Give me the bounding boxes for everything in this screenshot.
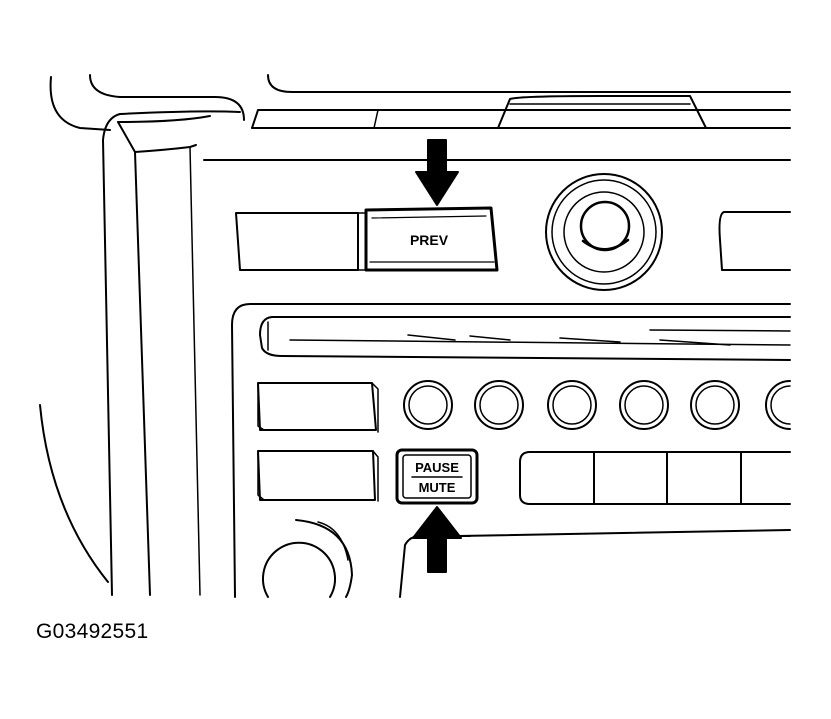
up-arrow-icon [412, 506, 462, 573]
preset-knob-4[interactable] [619, 380, 669, 430]
upper-dash-trim [49, 74, 791, 161]
mute-label: MUTE [419, 480, 456, 495]
pause-label: PAUSE [415, 460, 459, 475]
side-button-lower[interactable] [257, 450, 379, 502]
figure-id: G03492551 [36, 620, 149, 643]
blank-button-right[interactable] [718, 211, 791, 271]
preset-knob-1[interactable] [403, 380, 453, 430]
volume-knob[interactable] [262, 519, 353, 598]
left-bezel [39, 110, 241, 596]
pause-mute-button[interactable]: PAUSE MUTE [395, 448, 479, 505]
side-button-upper[interactable] [257, 382, 379, 433]
preset-knob-2[interactable] [474, 380, 524, 430]
preset-knob-6[interactable] [765, 380, 791, 430]
preset-knob-5[interactable] [690, 380, 740, 430]
tuning-knob[interactable] [545, 173, 663, 291]
blank-button-left[interactable] [235, 212, 367, 271]
preset-knob-3[interactable] [547, 380, 597, 430]
prev-label: PREV [410, 232, 449, 248]
down-arrow-icon [415, 139, 459, 206]
button-strip [519, 451, 791, 505]
prev-button[interactable]: PREV [364, 206, 499, 272]
